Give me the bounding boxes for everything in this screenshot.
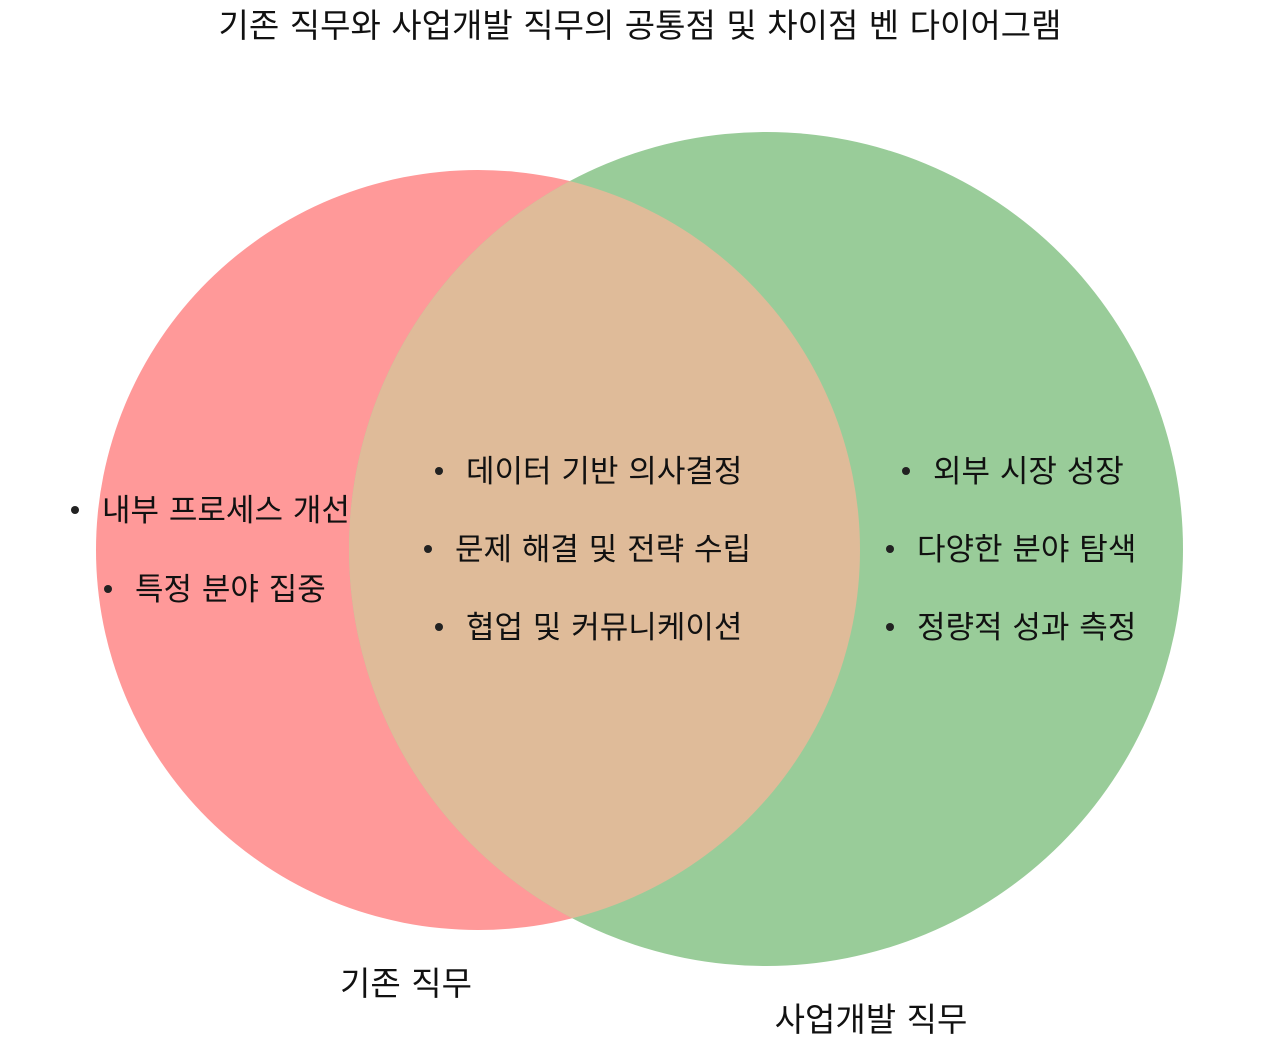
intersection-item: 문제 해결 및 전략 수립: [455, 532, 751, 568]
bullet-icon: [104, 585, 112, 593]
left-item: 내부 프로세스 개선: [102, 493, 350, 529]
diagram-title: 기존 직무와 사업개발 직무의 공통점 및 차이점 벤 다이어그램: [219, 6, 1062, 45]
bullet-icon: [886, 545, 894, 553]
bullet-icon: [435, 623, 443, 631]
right-item: 외부 시장 성장: [933, 454, 1124, 490]
intersection-item: 협업 및 커뮤니케이션: [466, 610, 742, 646]
bullet-icon: [71, 506, 79, 514]
intersection-item: 데이터 기반 의사결정: [466, 454, 742, 490]
right-item: 다양한 분야 탐색: [917, 532, 1136, 568]
bullet-icon: [424, 545, 432, 553]
bullet-icon: [902, 467, 910, 475]
set-label-business-development: 사업개발 직무: [775, 1000, 968, 1039]
set-label-existing-job: 기존 직무: [340, 964, 472, 1003]
left-item: 특정 분야 집중: [135, 572, 326, 608]
intersection-region: [349, 170, 860, 930]
left-set-items: 내부 프로세스 개선 특정 분야 집중: [71, 493, 350, 608]
intersection-items: 데이터 기반 의사결정 문제 해결 및 전략 수립 협업 및 커뮤니케이션: [424, 454, 751, 646]
right-item: 정량적 성과 측정: [917, 610, 1136, 646]
right-set-items: 외부 시장 성장 다양한 분야 탐색 정량적 성과 측정: [886, 454, 1136, 646]
bullet-icon: [886, 623, 894, 631]
bullet-icon: [435, 467, 443, 475]
